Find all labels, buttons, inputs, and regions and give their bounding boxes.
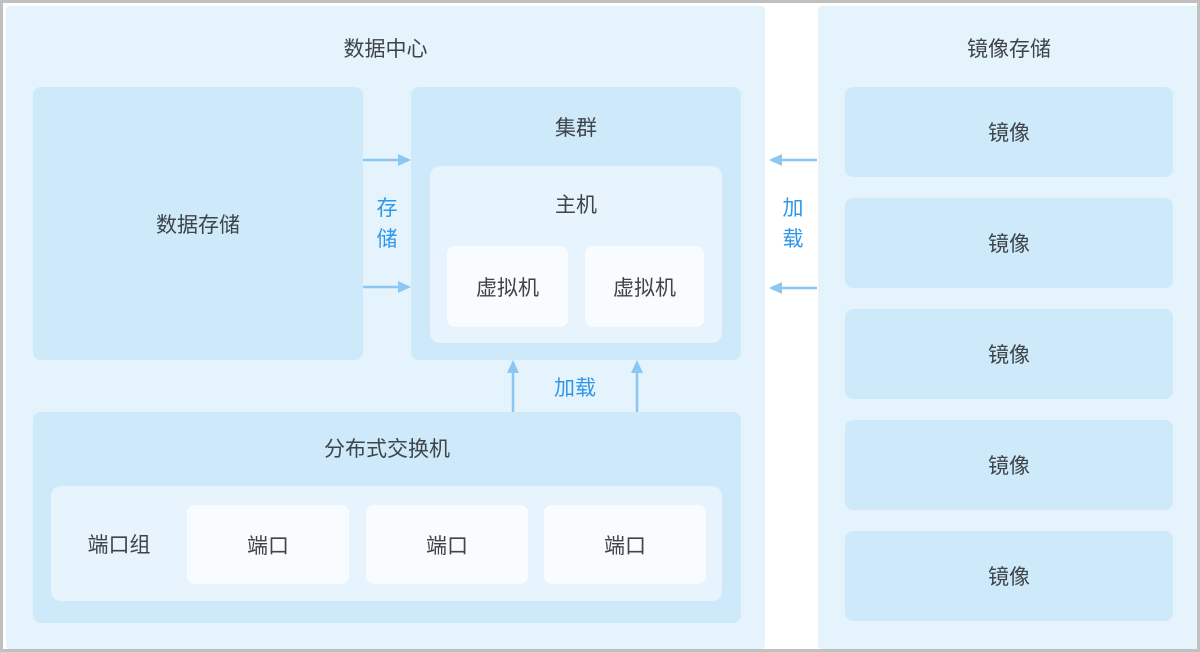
cluster-title: 集群	[555, 117, 597, 140]
port-box: 端口	[366, 505, 528, 584]
image-box: 镜像	[845, 198, 1173, 288]
port-group-box: 端口组 端口 端口 端口	[51, 486, 722, 601]
image-box: 镜像	[845, 87, 1173, 177]
host-title: 主机	[555, 194, 597, 217]
port-box: 端口	[187, 505, 349, 584]
cluster-box: 集群 主机 虚拟机 虚拟机	[411, 87, 741, 360]
port-box: 端口	[544, 505, 706, 584]
load-arrow-up-right-icon	[630, 360, 644, 412]
image-box: 镜像	[845, 309, 1173, 399]
load-arrow-up-left-icon	[506, 360, 520, 412]
distributed-switch-box: 分布式交换机 端口组 端口 端口 端口	[33, 412, 741, 623]
port-label: 端口	[604, 534, 646, 558]
data-storage-label: 数据存储	[156, 213, 240, 237]
image-label: 镜像	[988, 455, 1030, 478]
image-label: 镜像	[988, 233, 1030, 256]
image-storage-panel: 镜像存储 镜像 镜像 镜像 镜像 镜像	[818, 6, 1197, 649]
vm-label: 虚拟机	[613, 276, 676, 300]
load-flow-label-bottom: 加载	[554, 377, 596, 400]
image-label: 镜像	[988, 566, 1030, 589]
host-box: 主机 虚拟机 虚拟机	[430, 166, 722, 343]
load-flow-label-right: 加载	[782, 197, 804, 251]
vm-box: 虚拟机	[585, 246, 704, 327]
image-storage-title: 镜像存储	[967, 38, 1051, 61]
port-label: 端口	[426, 534, 468, 558]
image-box: 镜像	[845, 531, 1173, 621]
port-group-label: 端口组	[87, 533, 151, 557]
distributed-switch-title: 分布式交换机	[324, 438, 450, 461]
image-label: 镜像	[988, 122, 1030, 145]
datacenter-title: 数据中心	[343, 38, 428, 61]
load-arrow-right-top-icon	[769, 153, 817, 167]
load-arrow-right-bottom-icon	[769, 281, 817, 295]
storage-flow-label: 存储	[376, 197, 398, 251]
vm-label: 虚拟机	[476, 276, 539, 300]
port-label: 端口	[247, 534, 289, 558]
storage-arrow-top-icon	[363, 153, 411, 167]
image-box: 镜像	[845, 420, 1173, 510]
vm-box: 虚拟机	[447, 246, 568, 327]
data-storage-box: 数据存储	[33, 87, 363, 360]
storage-arrow-bottom-icon	[363, 280, 411, 294]
image-label: 镜像	[988, 344, 1030, 367]
